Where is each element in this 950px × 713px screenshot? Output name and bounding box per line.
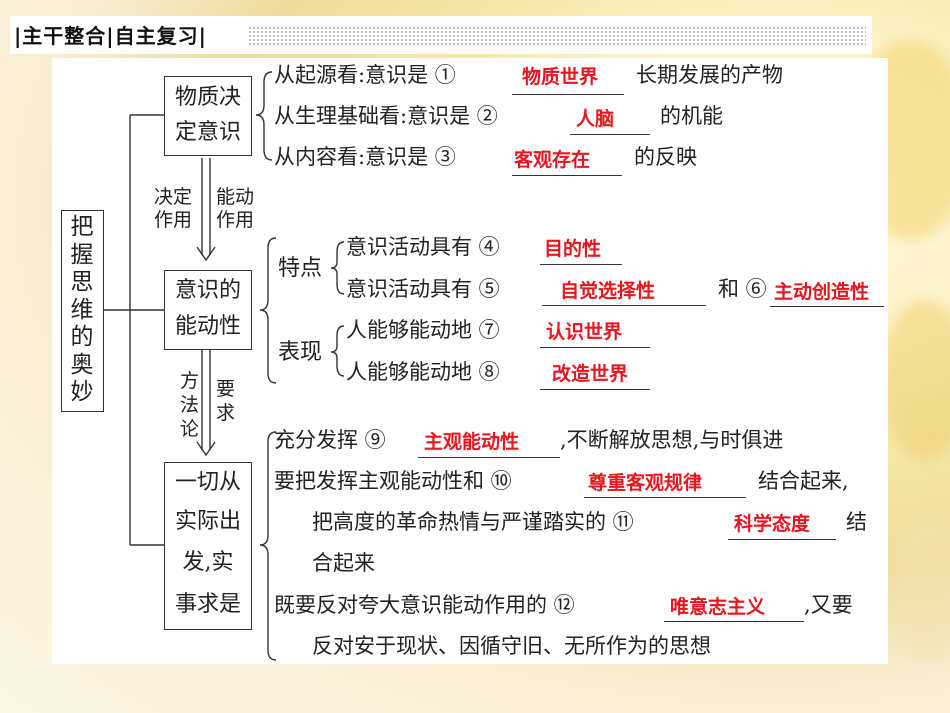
- node-consciousness-initiative: [164, 270, 252, 350]
- s1-row2-prefix: 从生理基础看:意识是 ②: [274, 104, 498, 128]
- arrow-1-right-label-1: 能动: [216, 186, 255, 208]
- root-node: [61, 210, 104, 412]
- s1-row1-suffix: 长期发展的产物: [636, 63, 783, 87]
- node-1-line-2: 定意识: [174, 120, 241, 145]
- s1-row3-prefix: 从内容看:意识是 ③: [274, 145, 456, 169]
- arrow-1-right-label-2: 作用: [216, 209, 255, 231]
- blank-5-underline: [542, 305, 706, 306]
- background-petal: [880, 300, 950, 460]
- arrow-1-left-label-1: 决定: [154, 186, 193, 208]
- answer-11: 科学态度: [734, 513, 811, 535]
- s3-row2-suffix: 结合起来,: [758, 469, 849, 493]
- header-dotted-pattern: [248, 26, 866, 46]
- node-matter-determines-consciousness: [164, 76, 252, 156]
- node-3-line-4: 事求是: [174, 592, 241, 617]
- s3-row5-suffix: ,又要: [804, 593, 853, 617]
- s2-show1-prefix: 人能够能动地 ⑦: [346, 318, 500, 342]
- node-3-line-1: 一切从: [174, 470, 241, 495]
- show-label: 表现: [278, 340, 323, 365]
- node-1-line-1: 物质决: [174, 85, 241, 110]
- s1-row1-prefix: 从起源看:意识是 ①: [274, 63, 456, 87]
- s3-row3-suffix: 结: [846, 510, 867, 534]
- answer-10: 尊重客观规律: [588, 472, 703, 494]
- arrow-2-right-label-1: 要: [216, 378, 236, 400]
- feature-label: 特点: [278, 256, 323, 281]
- answer-4: 目的性: [544, 238, 602, 260]
- answer-5: 自觉选择性: [560, 280, 656, 302]
- blank-1-underline: [512, 94, 624, 95]
- arrow-2-right-label-2: 求: [216, 402, 236, 424]
- answer-1: 物质世界: [522, 66, 599, 88]
- background-petal: [890, 520, 950, 660]
- blank-9-underline: [418, 457, 560, 458]
- s3-row4: 合起来: [312, 551, 375, 575]
- blank-2-underline: [570, 134, 650, 135]
- arrow-2-left-label-3: 论: [180, 418, 200, 440]
- s3-row3-prefix: 把高度的革命热情与严谨踏实的 ⑪: [312, 510, 634, 534]
- blank-7-underline: [540, 347, 650, 348]
- blank-6-underline: [770, 306, 884, 307]
- answer-2: 人脑: [576, 108, 615, 130]
- s3-row1-suffix: ,不断解放思想,与时俱进: [560, 428, 784, 452]
- blank-12-underline: [664, 621, 804, 622]
- answer-3: 客观存在: [514, 149, 591, 171]
- s2-feature2-prefix: 意识活动具有 ⑤: [346, 277, 500, 301]
- s1-row2-suffix: 的机能: [660, 104, 723, 128]
- arrow-2-left-label-2: 法: [180, 394, 200, 416]
- root-node-label: 把握思维的奥妙: [70, 214, 94, 405]
- section-header-title: |主干整合|自主复习|: [14, 24, 207, 48]
- answer-12: 唯意志主义: [670, 596, 766, 618]
- node-3-line-2: 实际出: [174, 509, 241, 534]
- node-2-line-2: 能动性: [174, 314, 241, 339]
- node-seek-truth-from-facts: [164, 462, 252, 630]
- node-2-line-1: 意识的: [174, 278, 241, 303]
- arrow-1-left-label-2: 作用: [154, 209, 193, 231]
- s3-row5-prefix: 既要反对夸大意识能动作用的 ⑫: [274, 593, 575, 617]
- blank-3-underline: [512, 175, 622, 176]
- answer-6: 主动创造性: [774, 281, 870, 303]
- answer-7: 认识世界: [546, 321, 623, 343]
- s3-row1-prefix: 充分发挥 ⑨: [274, 428, 386, 452]
- s2-feature2-mid: 和 ⑥: [718, 277, 767, 301]
- s3-row6: 反对安于现状、因循守旧、无所作为的思想: [312, 634, 711, 658]
- s2-show2-prefix: 人能够能动地 ⑧: [346, 360, 500, 384]
- s2-feature1-prefix: 意识活动具有 ④: [346, 235, 500, 259]
- answer-9: 主观能动性: [424, 431, 520, 453]
- blank-4-underline: [540, 264, 622, 265]
- node-3-line-3: 发,实: [182, 550, 234, 575]
- s1-row3-suffix: 的反映: [634, 145, 697, 169]
- arrow-2-left-label-1: 方: [180, 370, 200, 392]
- blank-10-underline: [584, 497, 746, 498]
- s3-row2-prefix: 要把发挥主观能动性和 ⑩: [274, 469, 512, 493]
- blank-8-underline: [540, 389, 650, 390]
- answer-8: 改造世界: [552, 363, 629, 385]
- blank-11-underline: [728, 539, 836, 540]
